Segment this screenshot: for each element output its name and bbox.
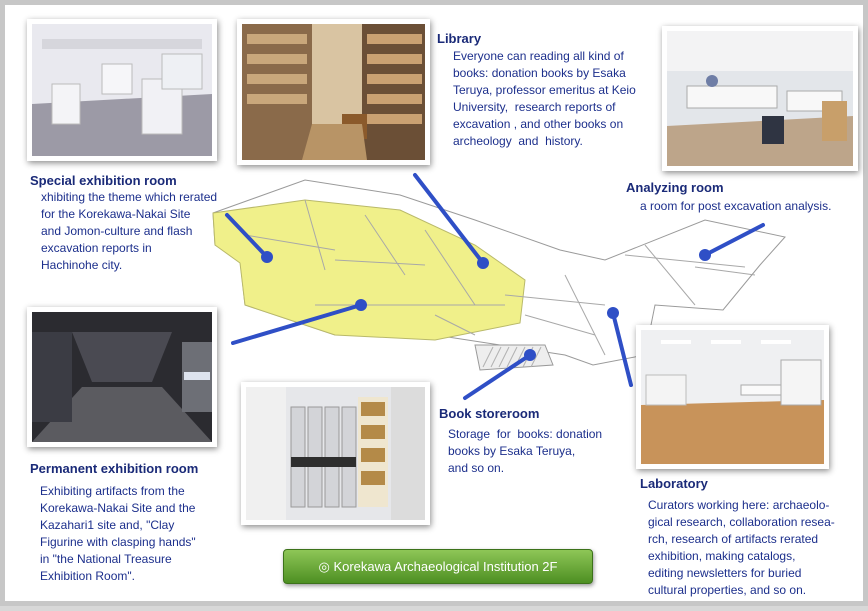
marker-laboratory [607,307,619,319]
library-desc: Everyone can reading all kind of books: … [453,49,636,148]
special-exhibition-title: Special exhibition room [30,173,177,188]
special-exhibition-desc: xhibiting the theme which rerated for th… [41,190,218,272]
marker-analyzing [699,249,711,261]
marker-library [477,257,489,269]
pointer-analyzing [703,223,765,257]
pointer-special [225,213,269,259]
photo-analyzing [662,26,858,171]
analyzing-room-title: Analyzing room [626,180,724,195]
pointer-library [413,173,485,265]
photo-laboratory [636,325,829,469]
marker-bookstore [524,349,536,361]
pointer-laboratory [611,311,633,387]
pointer-bookstore [463,353,532,400]
analyzing-room-desc: a room for post excavation analysis. [640,199,832,213]
photo-book-storeroom [241,382,430,525]
permanent-exhibition-title: Permanent exhibition room [30,461,199,476]
institution-banner: ◎ Korekawa Archaeological Institution 2F [283,549,593,584]
floor-plan [212,173,786,400]
library-title: Library [437,31,482,46]
photo-permanent-exhibition [27,307,217,447]
permanent-exhibition-desc: Exhibiting artifacts from the Korekawa-N… [40,484,196,583]
book-storeroom-title: Book storeroom [439,406,540,421]
marker-permanent [355,299,367,311]
photo-library [237,19,430,165]
book-storeroom-desc: Storage for books: donation books by Esa… [448,427,603,475]
photo-special-exhibition [27,19,217,161]
laboratory-title: Laboratory [640,476,708,491]
pointer-permanent [231,303,363,345]
laboratory-desc: Curators working here: archaeolo- gical … [648,498,835,597]
marker-special [261,251,273,263]
